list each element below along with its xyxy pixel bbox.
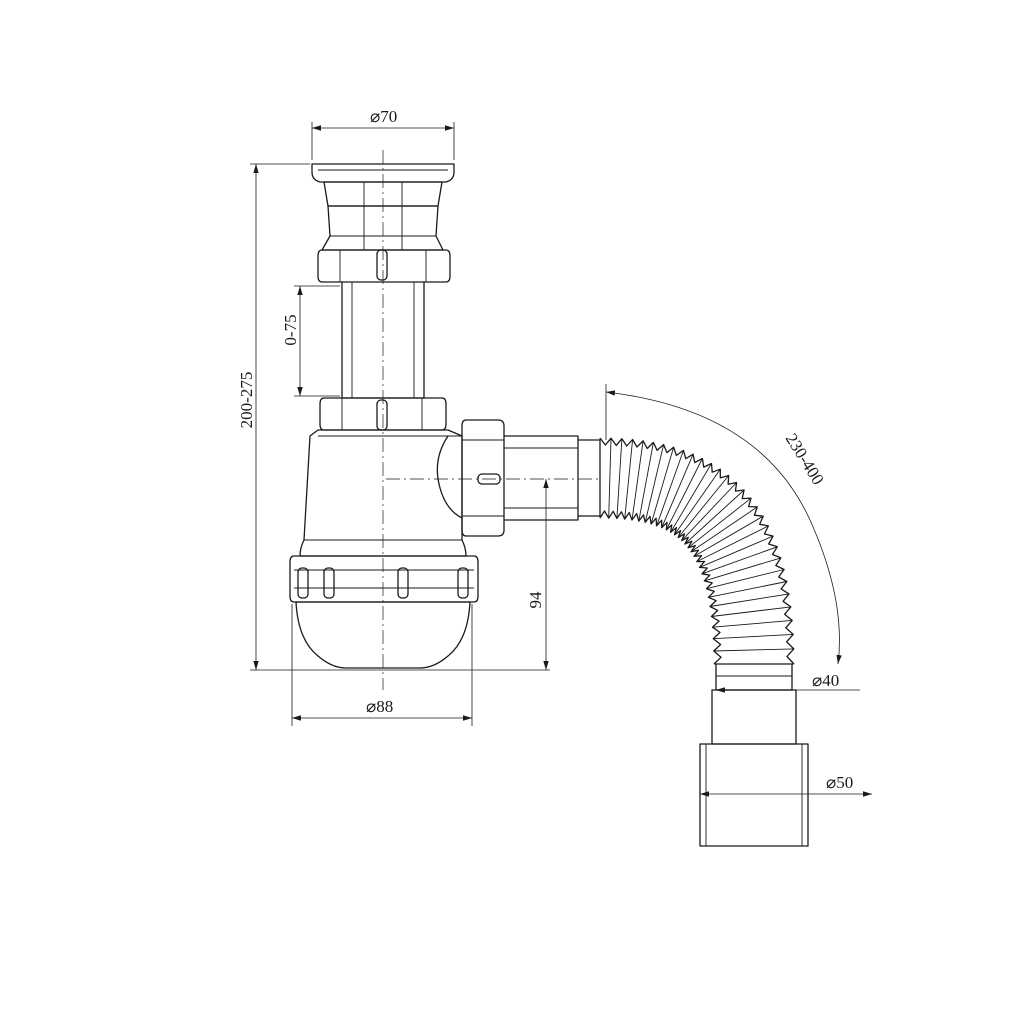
- dim-outlet-diameter: ⌀50: [700, 773, 872, 797]
- dim-bowl-diameter-label: ⌀88: [366, 697, 393, 716]
- hose-end-40: [715, 663, 793, 691]
- dim-hose-length: 230-400: [605, 384, 842, 665]
- hose-rib: [693, 515, 764, 557]
- dim-hose-diameter-label: ⌀40: [812, 671, 839, 690]
- hose-rib: [674, 468, 721, 536]
- hose-rib: [687, 497, 752, 549]
- hose-rib: [704, 557, 782, 582]
- hose-rib: [701, 546, 778, 575]
- outlet-nut: [461, 419, 505, 537]
- upper-throat: [321, 181, 444, 251]
- hose-rib: [681, 482, 737, 541]
- dim-hose-diameter: ⌀40: [716, 671, 860, 693]
- hose-rib: [616, 438, 623, 519]
- hose-rib: [713, 648, 794, 652]
- dim-extension-range-label: 0-75: [281, 314, 300, 345]
- hose-rib: [699, 535, 774, 568]
- outlet-pipe: [504, 435, 601, 521]
- outlet-assembly: [461, 419, 809, 847]
- dim-total-height-label: 200-275: [237, 372, 256, 429]
- hose-rib: [706, 569, 785, 590]
- dim-outlet-diameter-label: ⌀50: [826, 773, 853, 792]
- dim-outlet-height-label: 94: [526, 591, 545, 609]
- dim-hose-length-label: 230-400: [782, 430, 828, 488]
- hose-rib: [661, 454, 694, 528]
- hose-rib: [712, 619, 793, 628]
- hose-rib: [713, 633, 794, 640]
- trap-body: [289, 163, 479, 669]
- center-axes: [382, 150, 600, 690]
- dim-extension-range: 0-75: [281, 285, 340, 397]
- dim-total-height: 200-275: [237, 163, 550, 671]
- corrugated-hose: [599, 437, 795, 665]
- hose-rib: [696, 525, 769, 563]
- hose-rib: [708, 581, 787, 598]
- upper-nut: [317, 249, 451, 283]
- hose-rib: [711, 606, 791, 617]
- dim-outlet-height: 94: [526, 479, 549, 670]
- hose-connector: [699, 689, 809, 847]
- hose-rib: [650, 447, 675, 525]
- hose-rib: [709, 593, 790, 607]
- dim-top-diameter-label: ⌀70: [370, 107, 397, 126]
- dim-bowl-diameter: ⌀88: [291, 604, 473, 726]
- hose-rib: [665, 458, 703, 531]
- hose-rib: [656, 450, 684, 526]
- hose-rib: [644, 444, 665, 523]
- bottle-ring-nut: [289, 555, 479, 603]
- bottom-cup: [295, 601, 471, 669]
- hose-rib: [608, 438, 612, 519]
- dim-top-diameter: ⌀70: [311, 107, 455, 160]
- hose-rib: [624, 439, 634, 520]
